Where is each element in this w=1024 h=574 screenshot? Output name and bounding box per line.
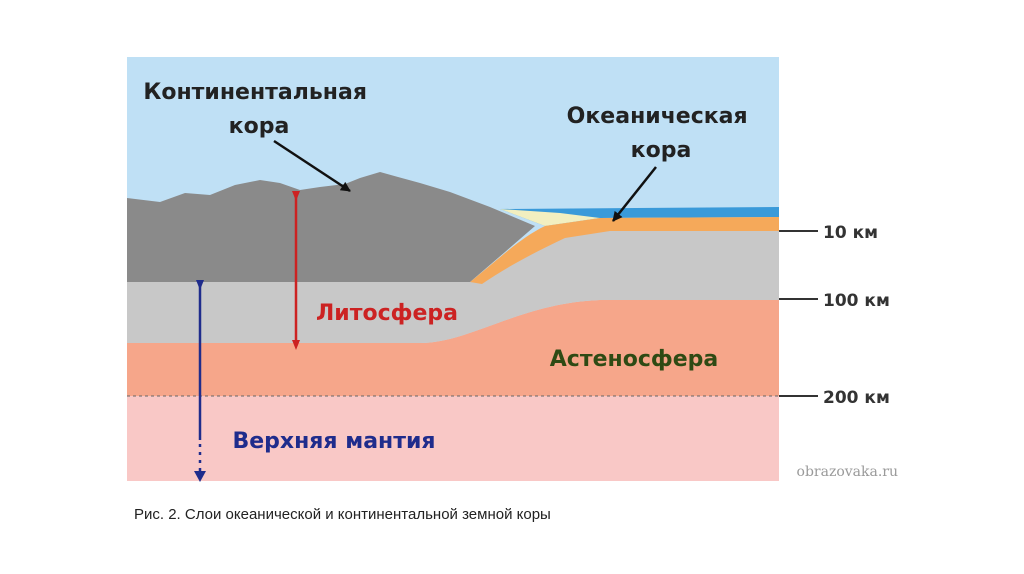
oceanic-crust-layer — [470, 217, 779, 284]
continental-crust-pointer-arrow — [273, 139, 351, 193]
asthenosphere-label: Астеносфера — [550, 347, 718, 372]
figure-caption: Рис. 2. Слои океанической и континенталь… — [134, 506, 551, 523]
depth-10-label: 10 км — [823, 223, 878, 243]
oceanic-crust-pointer-arrow — [612, 166, 657, 222]
upper-mantle-layer — [127, 396, 779, 481]
continental-crust-label-line1: Континентальная — [143, 80, 367, 105]
oceanic-crust-label-line2: кора — [631, 138, 692, 163]
upper-mantle-extent-arrowhead — [194, 471, 206, 482]
watermark: obrazovaka.ru — [797, 464, 898, 480]
lithosphere-label: Литосфера — [316, 301, 458, 326]
beach-sand — [500, 209, 600, 226]
continental-crust-label-line2: кора — [229, 114, 290, 139]
continental-crust-layer — [127, 172, 535, 282]
oceanic-crust-label: Океаническая кора — [567, 104, 756, 163]
lithospheric-mantle-layer — [127, 228, 779, 343]
upper-mantle-label: Верхняя мантия — [232, 429, 435, 454]
depth-100-label: 100 км — [823, 291, 890, 311]
depth-200-label: 200 км — [823, 388, 890, 408]
continental-crust-label: Континентальная кора — [143, 80, 374, 139]
asthenosphere-layer — [127, 300, 779, 396]
oceanic-crust-label-line1: Океаническая — [567, 104, 748, 129]
